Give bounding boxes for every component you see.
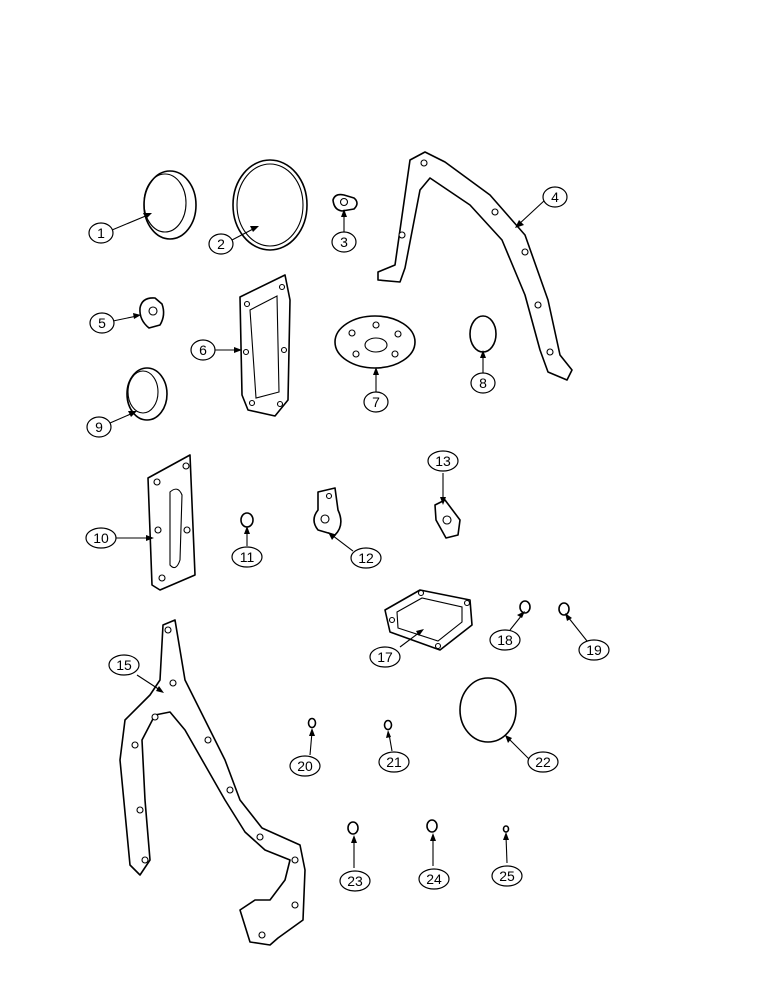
leader-lines (109, 199, 588, 868)
callout-23: 23 (339, 870, 371, 892)
part-2-oring (232, 159, 308, 251)
part-7-plate (334, 315, 416, 369)
svg-text:10: 10 (93, 530, 109, 546)
callout-10: 10 (85, 527, 117, 549)
callout-24: 24 (418, 868, 450, 890)
callout-12: 12 (350, 547, 382, 569)
callout-19: 19 (578, 639, 610, 661)
callout-11: 11 (231, 546, 263, 568)
callout-22: 22 (527, 751, 559, 773)
svg-text:25: 25 (499, 868, 515, 884)
svg-text:15: 15 (116, 657, 132, 673)
svg-text:18: 18 (497, 632, 513, 648)
callout-20: 20 (289, 755, 321, 777)
part-19-oring (558, 602, 570, 616)
callout-21: 21 (378, 751, 410, 773)
svg-text:13: 13 (435, 453, 451, 469)
part-5-gasket (139, 297, 165, 329)
svg-text:1: 1 (97, 225, 105, 241)
part-10-gasket (147, 454, 196, 591)
svg-text:22: 22 (535, 754, 551, 770)
part-9-seal (126, 367, 168, 421)
part-24-oring (426, 819, 438, 833)
svg-text:19: 19 (586, 642, 602, 658)
svg-text:2: 2 (217, 236, 225, 252)
callout-8: 8 (470, 372, 496, 394)
svg-text:17: 17 (377, 649, 393, 665)
part-21-oring (383, 719, 393, 731)
part-11-oring (240, 512, 254, 528)
part-25-oring (502, 825, 510, 833)
svg-text:8: 8 (479, 375, 487, 391)
part-8-oring (469, 315, 497, 353)
part-3-gasket (332, 193, 358, 212)
callout-2: 2 (208, 233, 234, 255)
part-15-gasket (119, 619, 306, 946)
part-17-gasket (384, 589, 473, 651)
callout-1: 1 (88, 222, 114, 244)
part-13-gasket (434, 499, 461, 539)
svg-text:6: 6 (199, 342, 207, 358)
callout-3: 3 (331, 231, 357, 253)
callout-4: 4 (542, 186, 568, 208)
callout-18: 18 (489, 629, 521, 651)
callout-25: 25 (491, 865, 523, 887)
svg-text:4: 4 (551, 189, 559, 205)
part-18-oring (519, 600, 531, 614)
svg-text:7: 7 (372, 394, 380, 410)
callout-6: 6 (190, 339, 216, 361)
part-20-oring (307, 717, 317, 729)
part-12-gasket (313, 487, 342, 536)
part-4-gasket (377, 151, 573, 381)
callout-13: 13 (427, 450, 459, 472)
svg-text:21: 21 (386, 754, 402, 770)
part-6-gasket (239, 274, 291, 417)
svg-text:24: 24 (426, 871, 442, 887)
part-22-oring (459, 677, 517, 743)
callout-7: 7 (363, 391, 389, 413)
callout-15: 15 (108, 654, 140, 676)
svg-text:12: 12 (358, 550, 374, 566)
svg-text:3: 3 (340, 234, 348, 250)
svg-text:11: 11 (240, 549, 255, 565)
callout-17: 17 (369, 646, 401, 668)
part-1-seal (143, 170, 197, 240)
svg-text:20: 20 (297, 758, 313, 774)
svg-text:9: 9 (95, 419, 103, 435)
part-23-oring (347, 821, 359, 835)
callout-5: 5 (89, 312, 115, 334)
svg-text:5: 5 (98, 315, 106, 331)
callout-9: 9 (86, 416, 112, 438)
svg-text:23: 23 (347, 873, 363, 889)
